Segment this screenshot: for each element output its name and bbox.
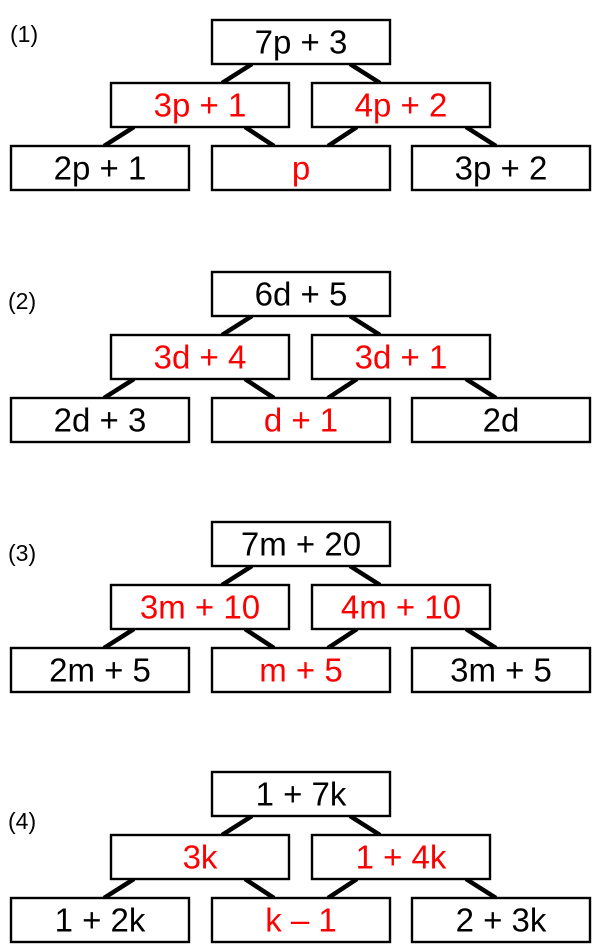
connector-line <box>326 877 359 900</box>
problem-number-label: (1) <box>10 21 38 47</box>
connector-line <box>102 877 136 900</box>
problem-number-label: (2) <box>8 288 36 314</box>
top-box-text: 1 + 7k <box>256 776 347 813</box>
bottom-center-box: p <box>210 144 392 192</box>
bottom-left-box-text: 2m + 5 <box>49 652 151 689</box>
connector-line <box>464 377 498 400</box>
top-box-text: 7m + 20 <box>241 526 361 563</box>
bottom-left-box-text: 2d + 3 <box>54 402 147 439</box>
middle-left-box: 3p + 1 <box>109 81 291 129</box>
bottom-center-box-text: d + 1 <box>264 402 338 439</box>
bottom-center-box: m + 5 <box>210 646 392 694</box>
bottom-right-box: 3m + 5 <box>410 646 592 694</box>
bottom-left-box: 2d + 3 <box>9 396 191 444</box>
middle-left-box-text: 3p + 1 <box>154 87 247 124</box>
top-box: 1 + 7k <box>210 770 392 818</box>
problem-number-label: (3) <box>8 540 36 566</box>
connector-line <box>220 814 254 837</box>
middle-left-box-text: 3m + 10 <box>140 589 260 626</box>
middle-right-box: 3d + 1 <box>310 333 492 381</box>
middle-right-box: 4m + 10 <box>310 583 492 631</box>
top-box: 7p + 3 <box>210 18 392 66</box>
connector-line <box>326 377 359 400</box>
bottom-right-box-text: 2d <box>483 402 520 439</box>
middle-left-box-text: 3k <box>183 839 218 876</box>
bottom-right-box-text: 3p + 2 <box>455 150 548 187</box>
connector-line <box>220 62 254 85</box>
middle-left-box: 3k <box>109 833 291 881</box>
bottom-right-box: 2 + 3k <box>410 896 592 944</box>
middle-left-box-text: 3d + 4 <box>154 339 247 376</box>
connector-line <box>464 877 498 900</box>
connector-line <box>464 627 498 650</box>
bottom-center-box: d + 1 <box>210 396 392 444</box>
connector-line <box>102 377 136 400</box>
bottom-center-box-text: m + 5 <box>259 652 342 689</box>
bottom-right-box: 3p + 2 <box>410 144 592 192</box>
connector-line <box>243 377 276 400</box>
connector-line <box>220 314 254 337</box>
middle-right-box: 1 + 4k <box>310 833 492 881</box>
bottom-left-box-text: 1 + 2k <box>55 902 146 939</box>
problem-number-label: (4) <box>8 808 36 834</box>
middle-right-box-text: 3d + 1 <box>355 339 448 376</box>
connector-line <box>326 125 359 148</box>
middle-left-box: 3m + 10 <box>109 583 291 631</box>
connector-line <box>348 314 382 337</box>
connector-line <box>220 564 254 587</box>
connector-line <box>102 627 136 650</box>
bottom-left-box-text: 2p + 1 <box>54 150 147 187</box>
pyramid-3: 7m + 20 3m + 10 4m + 10 2m + 5 m + 5 3m + 5 (3… <box>8 520 592 694</box>
bottom-left-box: 1 + 2k <box>9 896 191 944</box>
connector-line <box>326 627 359 650</box>
bottom-center-box: k – 1 <box>210 896 392 944</box>
bottom-left-box: 2p + 1 <box>9 144 191 192</box>
bottom-right-box-text: 2 + 3k <box>456 902 547 939</box>
bottom-left-box: 2m + 5 <box>9 646 191 694</box>
middle-right-box: 4p + 2 <box>310 81 492 129</box>
pyramid-1: 7p + 33p + 1 4p + 2 2p + 1 p 3p + 2 (1) <box>9 18 592 192</box>
connector-line <box>102 125 136 148</box>
middle-left-box: 3d + 4 <box>109 333 291 381</box>
middle-right-box-text: 4p + 2 <box>355 87 448 124</box>
bottom-right-box: 2d <box>410 396 592 444</box>
middle-right-box-text: 1 + 4k <box>356 839 447 876</box>
bottom-right-box-text: 3m + 5 <box>450 652 552 689</box>
middle-right-box-text: 4m + 10 <box>341 589 461 626</box>
connector-line <box>243 125 276 148</box>
top-box-text: 6d + 5 <box>255 276 348 313</box>
bottom-center-box-text: k – 1 <box>265 902 337 939</box>
top-box: 6d + 5 <box>210 270 392 318</box>
top-box: 7m + 20 <box>210 520 392 568</box>
connector-line <box>464 125 498 148</box>
top-box-text: 7p + 3 <box>255 24 348 61</box>
bottom-center-box-text: p <box>292 150 310 187</box>
pyramid-2: 6d + 53d + 4 3d + 1 2d + 3 d + 1 2d (2) <box>8 270 592 444</box>
connector-line <box>243 877 276 900</box>
connector-line <box>243 627 276 650</box>
connector-line <box>348 564 382 587</box>
connector-line <box>348 62 382 85</box>
pyramid-4: 1 + 7k 3k 1 + 4k 1 + 2k k – 1 2 + 3k (4) <box>8 770 592 944</box>
connector-line <box>348 814 382 837</box>
